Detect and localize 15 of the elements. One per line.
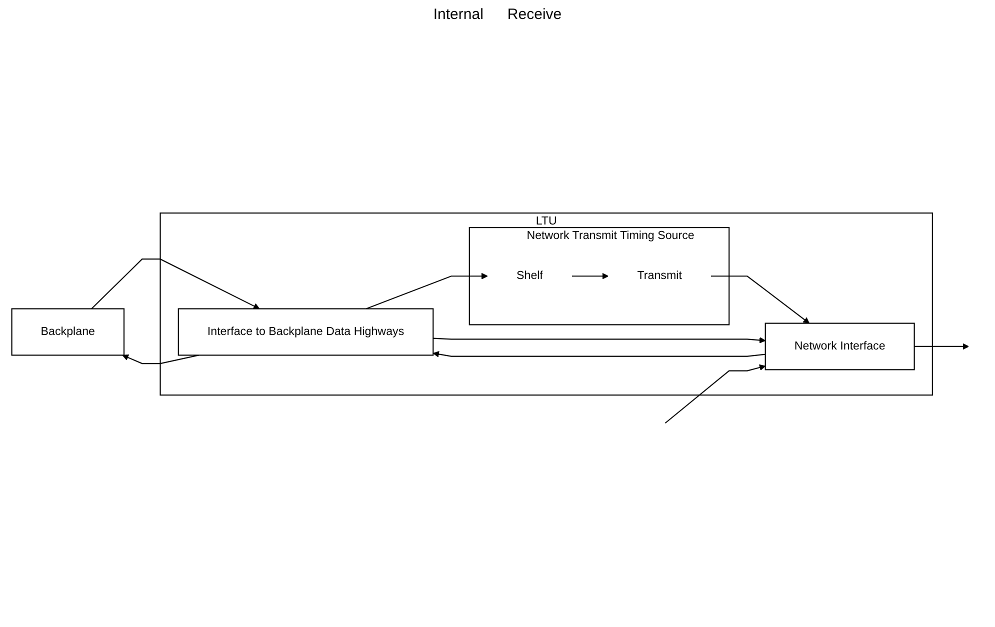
option-label: Receive <box>507 6 562 23</box>
arrow <box>914 343 969 350</box>
arrow <box>91 258 260 310</box>
arrow <box>710 276 810 324</box>
arrow <box>432 351 766 358</box>
arrow <box>366 272 488 310</box>
node-box: Backplane <box>11 308 125 356</box>
node-text: Shelf <box>516 270 543 282</box>
option-label: Internal <box>433 6 484 23</box>
arrow <box>664 364 766 424</box>
node-text: Transmit <box>637 270 682 282</box>
node-box: Network Interface <box>764 322 915 370</box>
node-box: Interface to Backplane Data Highways <box>178 308 434 356</box>
arrow <box>572 272 609 280</box>
arrow <box>433 337 766 344</box>
